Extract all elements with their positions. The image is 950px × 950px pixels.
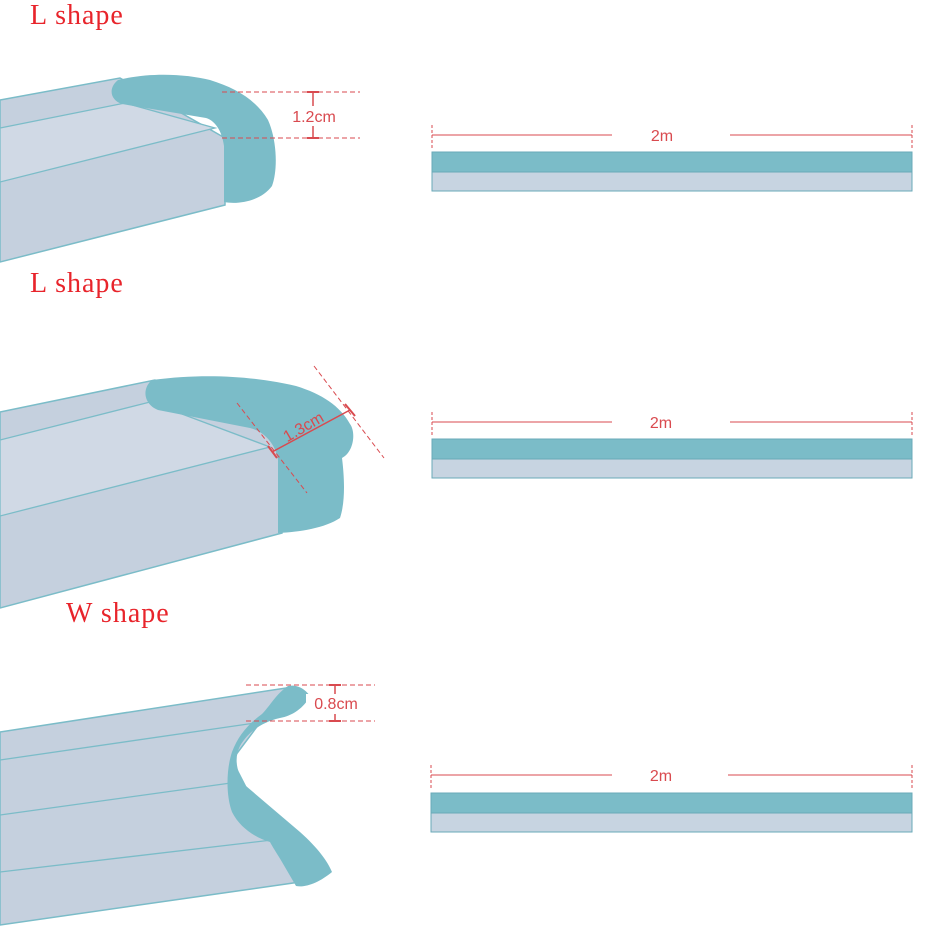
strip-1: 2m bbox=[431, 125, 913, 192]
profile-1-l-shape: 1.2cm bbox=[0, 74, 360, 263]
section-3-title: W shape bbox=[66, 598, 170, 629]
profile-2-l-shape: 1.3cm bbox=[0, 365, 385, 609]
profile-3-dimension: 0.8cm bbox=[314, 696, 358, 713]
strip-2: 2m bbox=[431, 412, 913, 479]
profile-3-w-shape: 0.8cm bbox=[0, 684, 375, 926]
strip-2-length: 2m bbox=[650, 415, 672, 432]
section-2-title: L shape bbox=[30, 268, 124, 299]
strip-1-length: 2m bbox=[651, 128, 673, 145]
section-1-title: L shape bbox=[30, 0, 124, 31]
strip-3-length: 2m bbox=[650, 768, 672, 785]
strip-3: 2m bbox=[430, 765, 913, 833]
profile-1-dimension: 1.2cm bbox=[292, 109, 336, 126]
